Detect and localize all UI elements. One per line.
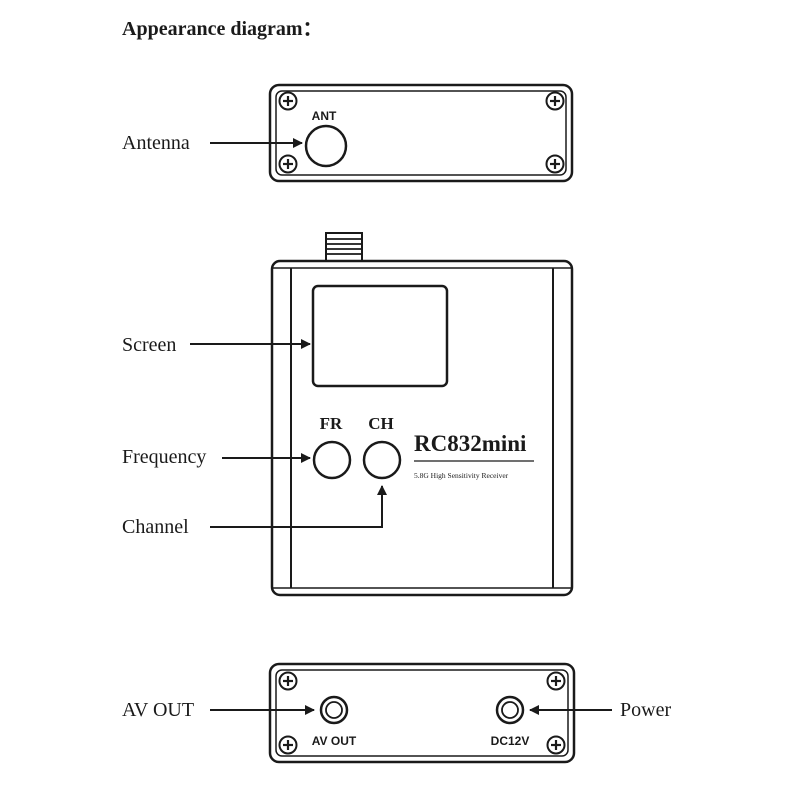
screw-icon [546, 671, 566, 691]
diagram-title: Appearance diagram： [122, 18, 323, 40]
av-out-jack [319, 695, 349, 725]
fr-button [312, 440, 352, 480]
ch-button [362, 440, 402, 480]
dc-port-label: DC12V [491, 734, 530, 748]
ch-button-label: CH [368, 414, 394, 433]
callout-arrow [210, 485, 387, 528]
callout-channel: Channel [122, 516, 189, 538]
ant-port-label: ANT [312, 109, 337, 123]
top-panel: ANT [268, 83, 574, 183]
screw-icon [545, 91, 565, 111]
model-tagline: 5.8G High Sensitivity Receiver [414, 471, 509, 480]
callout-antenna: Antenna [122, 132, 190, 154]
bottom-panel: AV OUT DC12V [268, 662, 576, 764]
callout-frequency: Frequency [122, 446, 206, 468]
screw-icon [278, 671, 298, 691]
screw-icon [278, 91, 298, 111]
screen-display [311, 284, 449, 388]
callout-av-out: AV OUT [122, 699, 194, 721]
screw-icon [278, 735, 298, 755]
fr-button-label: FR [320, 414, 343, 433]
model-name: RC832mini [414, 431, 527, 456]
antenna-port [304, 124, 348, 168]
dc-power-jack [495, 695, 525, 725]
callout-screen: Screen [122, 334, 176, 356]
antenna-connector-icon [325, 232, 363, 262]
av-out-port-label: AV OUT [312, 734, 357, 748]
screw-icon [546, 735, 566, 755]
callout-power: Power [620, 699, 671, 721]
screw-icon [545, 154, 565, 174]
screw-icon [278, 154, 298, 174]
front-panel: FR CH RC832mini 5.8G High Sensitivity Re… [270, 232, 574, 597]
